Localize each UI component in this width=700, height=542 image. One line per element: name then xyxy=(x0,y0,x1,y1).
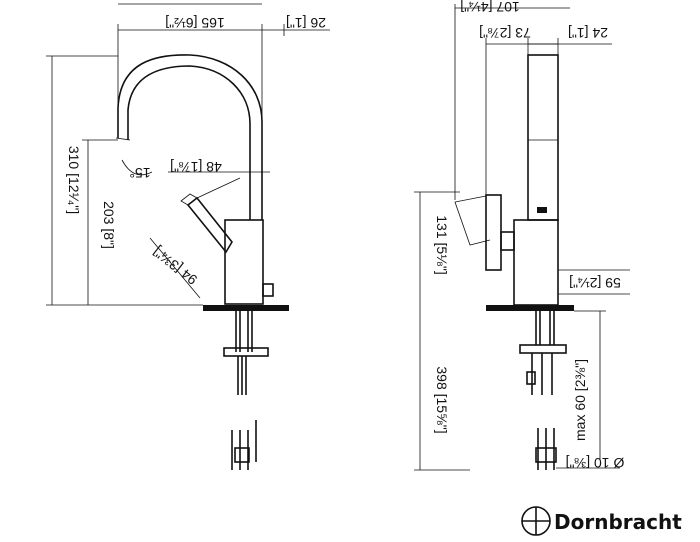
dim-handle-offset-line xyxy=(262,24,330,36)
dim-deck-thickness: max 60 [2⅜"] xyxy=(572,359,588,441)
side-view: 310 [12¹⁄₄"] 203 [8"] 165 [6½"] 26 [1"] … xyxy=(46,3,330,470)
dim-base-height: 59 [2¼"] xyxy=(569,275,621,291)
dim-handle-height: 131 [5⅛"] xyxy=(434,215,450,274)
spout-inner xyxy=(127,65,251,220)
dim-tilt-arc xyxy=(121,159,153,176)
dim-lever-length: 94 [3¾"] xyxy=(150,244,201,288)
spout-tip xyxy=(115,137,131,141)
front-nut xyxy=(519,344,567,354)
handle-swing xyxy=(454,195,491,246)
brand-cross-icon xyxy=(522,507,550,535)
dim-spout-width: 48 [1⅞"] xyxy=(170,159,222,175)
spout-outer xyxy=(117,54,263,220)
front-view: 107 [4¼"] 73 [2⅞"] 24 [1"] 131 [5⅛"] 59 … xyxy=(414,0,630,471)
front-connector xyxy=(535,447,557,463)
brand-logo: Dornbracht xyxy=(521,506,682,536)
dim-overall-width: 107 [4¼"] xyxy=(460,0,519,15)
dim-spout-depth-line xyxy=(527,38,612,55)
dim-deck-thickness-line xyxy=(574,310,606,460)
dim-spout-height-line xyxy=(82,139,118,305)
dim-reach-line xyxy=(117,3,263,122)
front-handle xyxy=(485,194,502,271)
dim-overall-width-line xyxy=(454,4,570,200)
aerator xyxy=(537,207,547,213)
shank xyxy=(235,311,253,352)
dim-base-height-line xyxy=(558,269,630,295)
dim-hole-diameter: Ø 10 [⅜"] xyxy=(566,455,625,471)
dim-spout-height: 203 [8"] xyxy=(101,201,117,249)
tap-body xyxy=(224,219,264,305)
lever-tilt-line xyxy=(196,177,241,199)
dim-supply-length: 398 [15⅝"] xyxy=(434,366,450,433)
dim-overall-height-line xyxy=(46,55,203,306)
lever-cap xyxy=(180,193,198,206)
dim-handle-offset: 26 [1"] xyxy=(286,15,326,31)
dim-handle-height-line xyxy=(414,191,460,305)
front-supply-break xyxy=(537,428,555,470)
dim-overall-height: 310 [12¹⁄₄"] xyxy=(66,146,82,214)
dim-reach: 165 [6½"] xyxy=(165,15,224,31)
dim-body-width-line xyxy=(485,38,559,195)
dim-tilt-angle: 15° xyxy=(129,165,150,181)
supply-hoses xyxy=(237,356,247,395)
mounting-nut xyxy=(223,347,269,357)
connector xyxy=(234,447,250,463)
deck-plate xyxy=(203,305,289,311)
front-body xyxy=(513,219,559,306)
handle-hub xyxy=(500,231,515,251)
spout-column xyxy=(527,54,559,221)
dim-spout-depth: 24 [1"] xyxy=(568,25,608,41)
brand-name: Dornbracht xyxy=(554,510,682,534)
supply-break xyxy=(231,420,257,470)
front-valve xyxy=(526,371,536,385)
front-deck-plate xyxy=(486,305,574,311)
front-shank xyxy=(535,311,555,345)
dim-supply-length-line xyxy=(414,305,470,471)
front-hoses xyxy=(531,353,553,395)
dim-lever-line xyxy=(149,237,201,299)
dim-body-width: 73 [2⅞"] xyxy=(479,25,531,41)
body-button xyxy=(262,283,274,297)
